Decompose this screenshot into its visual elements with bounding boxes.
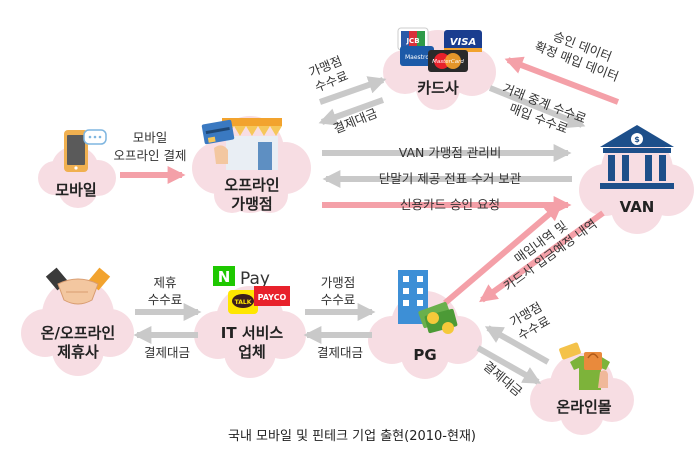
npay-logo-box: [213, 266, 235, 286]
flow-mobile-store-label-2: 오프라인 결제: [114, 148, 187, 163]
flow-van-store-service-label: 단말기 제공 전표 수거 보관: [379, 171, 522, 186]
arrow-van-to-pg: [479, 210, 605, 303]
node-it-service-label-2: 업체: [238, 343, 266, 361]
credit-cards-icon: JCB VISA Maestro MasterCard: [397, 27, 482, 72]
node-partner-label-2: 제휴사: [57, 343, 99, 361]
payco-logo-box: [254, 286, 290, 306]
arrow-mall-to-pg: [484, 325, 550, 365]
svg-text:$: $: [634, 135, 640, 144]
flow-it-pg-fee-label-1: 가맹점: [321, 275, 356, 290]
cloud-partner: [21, 279, 134, 376]
flow-mobile-store-label-1: 모바일: [133, 130, 168, 145]
flow-it-partner-settle-label: 결제대금: [144, 345, 190, 360]
store-card-icon: [201, 118, 282, 170]
maestro-logo: Maestro: [405, 54, 429, 61]
flow-store-van-mgmt-label: VAN 가맹점 관리비: [399, 145, 502, 160]
flow-pg-it-settle-label: 결제대금: [317, 345, 363, 360]
node-mobile-label: 모바일: [55, 181, 96, 199]
jcb-logo: JCB: [405, 37, 419, 45]
node-offline-store-label-2: 가맹점: [231, 195, 272, 213]
mastercard-logo: MasterCard: [432, 59, 464, 65]
node-van-label: VAN: [620, 198, 655, 216]
node-card-company-label: 카드사: [417, 79, 459, 97]
payco-logo: PAYCO: [258, 293, 287, 302]
npay-n-logo: N: [218, 268, 231, 286]
building-money-icon: [398, 270, 458, 334]
arrow-card-to-van: [488, 85, 586, 128]
arrow-store-to-card: [319, 76, 387, 105]
smartphone-icon: [64, 129, 107, 172]
flow-it-pg-fee-label-2: 수수료: [321, 292, 356, 307]
kakaotalk-logo: TALK: [235, 299, 252, 306]
visa-logo: VISA: [450, 37, 476, 48]
payment-logos-icon: N Pay TALK PAYCO: [213, 266, 290, 314]
arrow-card-to-store: [318, 97, 385, 126]
arrow-van-to-card: [504, 56, 620, 105]
node-offline-store-label-1: 오프라인: [224, 176, 279, 194]
diagram-caption: 국내 모바일 및 핀테크 기업 출현(2010-현재): [228, 429, 476, 444]
flow-store-van-request-label: 신용카드 승인 요청: [400, 197, 500, 212]
node-pg-label: PG: [413, 346, 436, 364]
arrow-pg-to-van: [443, 202, 563, 306]
npay-pay-text: Pay: [240, 269, 270, 289]
arrow-pg-to-mall: [476, 345, 542, 385]
handshake-icon: [45, 267, 111, 305]
flow-partner-it-fee-label-2: 수수료: [148, 292, 183, 307]
shopping-cart-icon: [559, 342, 610, 390]
node-partner-label-1: 온/오프라인: [41, 324, 115, 342]
flow-partner-it-fee-label-1: 제휴: [153, 275, 176, 290]
node-online-mall-label: 온라인몰: [556, 398, 611, 416]
cloud-offline-store: [192, 116, 311, 213]
node-it-service-label-1: IT 서비스: [221, 324, 284, 342]
bank-icon: $: [600, 125, 674, 189]
